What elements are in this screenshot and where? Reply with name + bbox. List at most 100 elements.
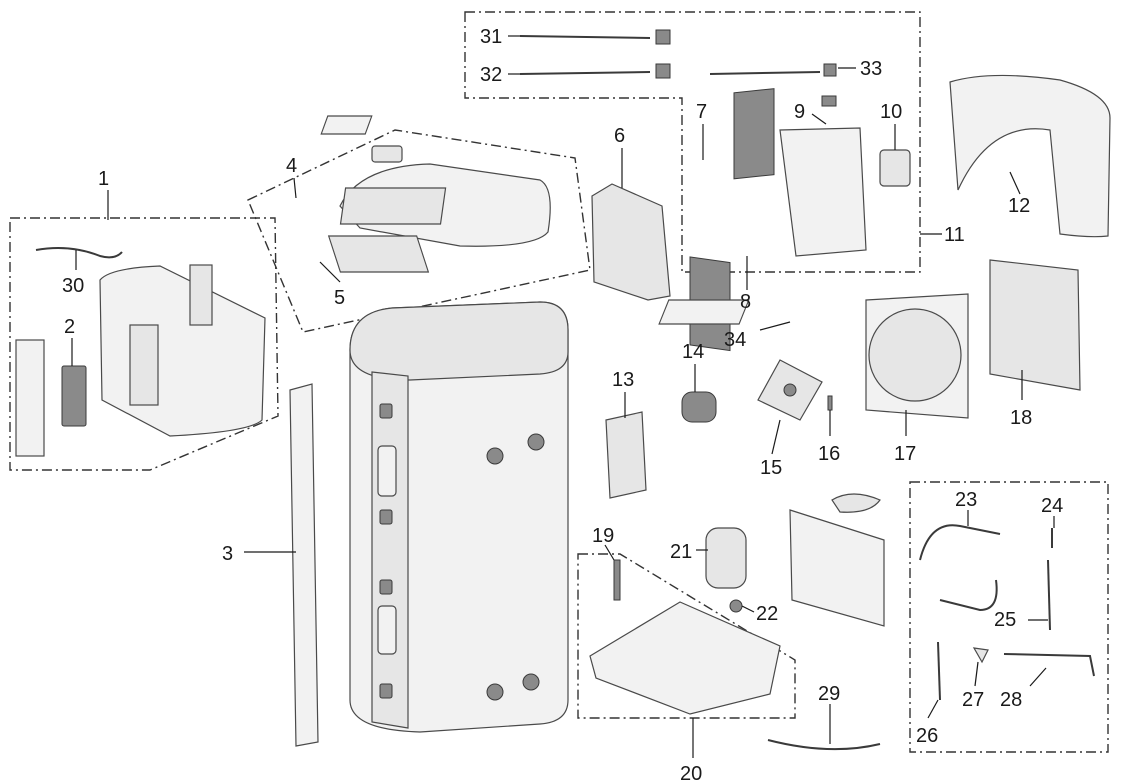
cover-grille <box>339 187 447 225</box>
callout-26: 26 <box>916 725 938 747</box>
leader-12 <box>1009 171 1021 195</box>
callout-33: 33 <box>860 58 882 80</box>
leader-28 <box>1029 667 1047 687</box>
leader-9 <box>811 113 827 125</box>
callout-20: 20 <box>680 763 702 784</box>
callout-11: 11 <box>944 224 965 246</box>
leader-26 <box>927 699 939 719</box>
leader-27 <box>974 661 979 687</box>
callout-25: 25 <box>994 609 1016 631</box>
tank-window-1 <box>377 445 397 497</box>
callout-3: 3 <box>222 543 233 565</box>
group-base <box>577 553 796 719</box>
pipe-25 <box>1047 559 1051 631</box>
shell-frame <box>189 264 213 326</box>
group-pipes <box>909 481 1109 753</box>
tank-front-panel <box>371 371 409 729</box>
callout-27: 27 <box>962 689 984 711</box>
leader-lines <box>71 35 1055 758</box>
bracket-34 <box>658 299 750 325</box>
pad-square <box>320 115 373 135</box>
shell-window <box>129 324 159 406</box>
callout-17: 17 <box>894 443 916 465</box>
cable-32-plug <box>655 63 671 79</box>
top-cover <box>339 163 551 247</box>
group-wiring <box>464 11 921 273</box>
group-left-panel <box>9 217 279 471</box>
motor-bracket-13 <box>605 411 647 499</box>
cable-33-plug <box>823 63 837 77</box>
pad-tray <box>371 145 403 163</box>
tank-fitting-2 <box>527 433 545 451</box>
callout-31: 31 <box>480 26 502 48</box>
water-tank <box>349 301 569 733</box>
callout-28: 28 <box>1000 689 1022 711</box>
callout-5: 5 <box>334 287 345 309</box>
cable-31-plug <box>655 29 671 45</box>
terminal-9 <box>821 95 837 107</box>
fan-ring-17 <box>868 308 962 402</box>
pipe-assembly-23 <box>919 524 1001 612</box>
drain-hose-29 <box>767 739 881 751</box>
callout-8: 8 <box>740 291 751 313</box>
callout-labels: 1 2 3 4 5 6 7 8 9 10 11 12 13 14 15 16 1… <box>62 26 1063 784</box>
tank-fitting-4 <box>522 673 540 691</box>
mount-plate <box>779 127 867 257</box>
cover-plate <box>831 493 881 513</box>
fan-hub <box>783 383 797 397</box>
tank-fitting-1 <box>486 447 504 465</box>
clip-27 <box>972 647 989 664</box>
tank-window-2 <box>377 605 397 655</box>
callout-2: 2 <box>64 316 75 338</box>
cable-31 <box>519 35 651 39</box>
condenser-18 <box>989 259 1081 391</box>
baffle-plate <box>789 509 885 627</box>
callout-30: 30 <box>62 275 84 297</box>
tank-handle-2 <box>379 509 393 525</box>
heater-19 <box>613 559 621 601</box>
filter-grid <box>327 235 430 273</box>
side-shell <box>99 265 266 437</box>
blank-plate <box>15 339 45 457</box>
sensor-26 <box>937 641 941 701</box>
compressor-21 <box>705 527 747 589</box>
callout-23: 23 <box>955 489 977 511</box>
callout-24: 24 <box>1041 495 1063 517</box>
callout-32: 32 <box>480 64 502 86</box>
leader-22 <box>741 605 755 613</box>
tank-fitting-3 <box>486 683 504 701</box>
callout-13: 13 <box>612 369 634 391</box>
callout-16: 16 <box>818 443 840 465</box>
tank-handle-1 <box>379 403 393 419</box>
callout-34: 34 <box>724 329 746 351</box>
electric-box <box>591 183 671 301</box>
tank-handle-4 <box>379 683 393 699</box>
callout-1: 1 <box>98 168 109 190</box>
callout-6: 6 <box>614 125 625 147</box>
leader-15 <box>771 419 781 455</box>
tank-top <box>349 301 569 381</box>
fan-motor-14 <box>681 391 717 423</box>
callout-10: 10 <box>880 101 902 123</box>
leader-19 <box>604 544 615 561</box>
callout-21: 21 <box>670 541 692 563</box>
cable-32 <box>519 71 651 75</box>
base-tray-20 <box>589 601 781 715</box>
callout-9: 9 <box>794 101 805 123</box>
side-panel-12 <box>949 74 1111 238</box>
callout-14: 14 <box>682 341 704 363</box>
capacitor-10 <box>879 149 911 187</box>
group-top-cover <box>247 129 591 333</box>
callout-4: 4 <box>286 155 297 177</box>
callout-18: 18 <box>1010 407 1032 429</box>
pcb-8 <box>733 88 775 180</box>
grommet-22 <box>729 599 743 613</box>
controller-panel <box>61 365 87 427</box>
leader-34 <box>759 321 791 331</box>
callout-12: 12 <box>1008 195 1030 217</box>
callout-22: 22 <box>756 603 778 625</box>
pipe-28 <box>1003 653 1095 677</box>
callout-7: 7 <box>696 101 707 123</box>
callout-29: 29 <box>818 683 840 705</box>
